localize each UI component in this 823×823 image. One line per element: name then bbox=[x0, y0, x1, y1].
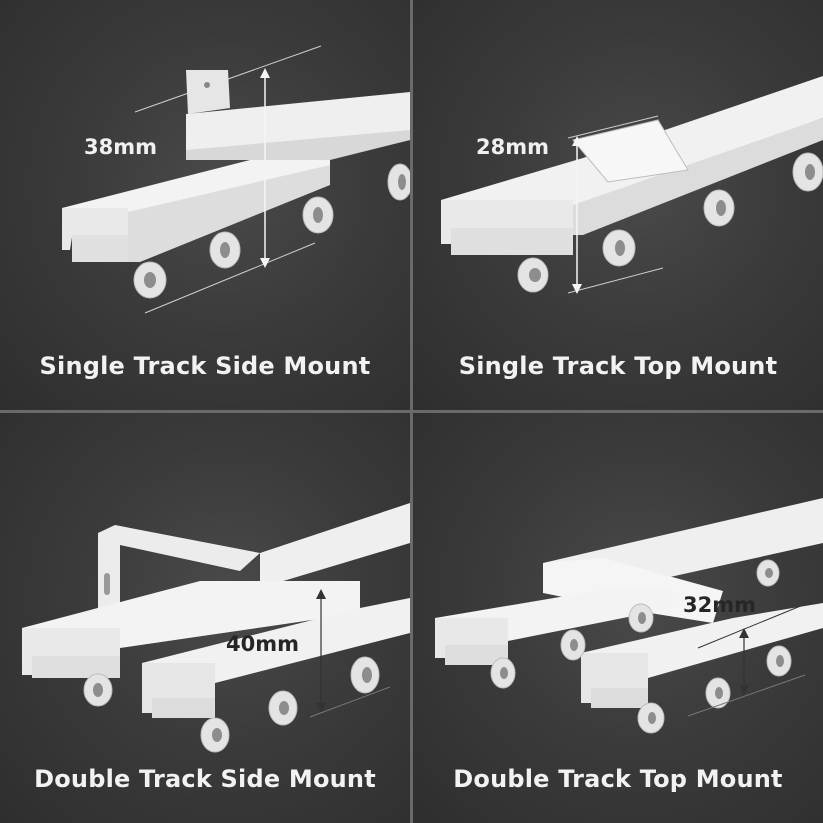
panel-title: Single Track Top Mount bbox=[458, 352, 778, 380]
dimension-label: 40mm bbox=[226, 632, 299, 656]
panel-title: Single Track Side Mount bbox=[39, 352, 371, 380]
panel-title: Double Track Side Mount bbox=[34, 765, 376, 793]
single-track-side-mount-illustration bbox=[62, 45, 410, 314]
double-track-top-mount-illustration bbox=[435, 498, 823, 734]
panel-double-track-top-mount: 32mm Double Track Top Mount bbox=[413, 413, 823, 823]
dimension-label: 38mm bbox=[84, 135, 157, 159]
panel-title: Double Track Top Mount bbox=[453, 765, 783, 793]
single-track-top-mount-illustration bbox=[441, 76, 823, 294]
panel-single-track-side-mount: 38mm Single Track Side Mount bbox=[0, 0, 410, 410]
panel-double-track-side-mount: 40mm Double Track Side Mount bbox=[0, 413, 410, 823]
panel-single-track-top-mount: 28mm Single Track Top Mount bbox=[413, 0, 823, 410]
dimension-label: 32mm bbox=[683, 593, 756, 617]
dimension-label: 28mm bbox=[476, 135, 549, 159]
double-track-side-mount-illustration bbox=[22, 503, 410, 753]
